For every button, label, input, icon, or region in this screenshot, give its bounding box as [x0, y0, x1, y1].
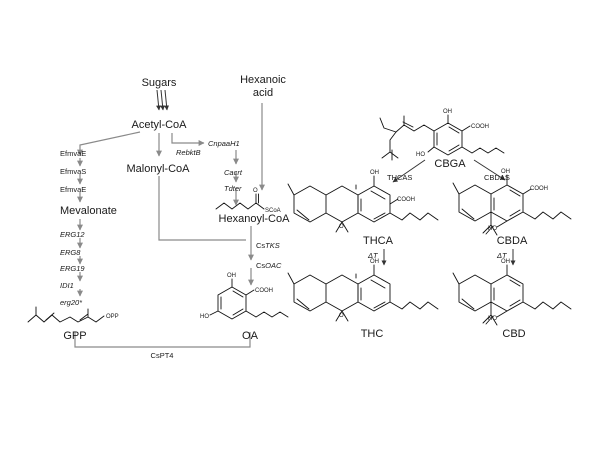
- acetyl-coa-label: Acetyl-CoA: [131, 119, 187, 131]
- scoa-label: SCoA: [265, 208, 281, 214]
- thca-label: THCA: [363, 235, 394, 247]
- enzyme-efmvae-2: EfmvaE: [60, 185, 86, 194]
- cbda-label: CBDA: [497, 235, 528, 247]
- enzyme-thcas: THCAS: [387, 173, 412, 182]
- enzyme-rebktb: RebktB: [176, 148, 201, 157]
- opp-label: OPP: [106, 314, 119, 320]
- left-pathway-arrows: [74, 89, 265, 348]
- atom-oh-cbd: OH: [501, 259, 510, 265]
- atom-cooh-cbga: COOH: [471, 124, 489, 130]
- malonyl-coa-label: Malonyl-CoA: [127, 163, 191, 175]
- cbda-structure: OH COOH HO CBDA: [452, 169, 572, 247]
- enzyme-erg19: ERG19: [60, 264, 85, 273]
- atom-ho-cbd: HO: [488, 316, 497, 322]
- cbd-label: CBD: [502, 328, 525, 340]
- hexanoic-acid-label-line2: acid: [253, 87, 273, 99]
- enzyme-erg8: ERG8: [60, 248, 81, 257]
- thc-structure: OH O THC: [287, 259, 439, 340]
- hexanoyl-coa-structure: O SCoA: [215, 188, 281, 214]
- atom-ho-cbda: HO: [488, 226, 497, 232]
- enzyme-cspt4: CsPT4: [151, 351, 174, 360]
- atom-cooh-cbda: COOH: [530, 186, 548, 192]
- atom-oh-oa: OH: [227, 273, 236, 279]
- oa-label: OA: [242, 330, 259, 342]
- cbga-structure: OH COOH HO CBGA: [379, 109, 505, 170]
- enzyme-idi1: IDI1: [60, 281, 74, 290]
- enzyme-cacrt: Cacrt: [224, 168, 243, 177]
- enzyme-efmvae-1: EfmvaE: [60, 149, 86, 158]
- enzyme-tdter: Tdter: [224, 184, 242, 193]
- oa-structure: OH COOH HO: [200, 273, 289, 320]
- delta-t-cbd: ΔT: [496, 251, 508, 260]
- hexanoyl-coa-label: Hexanoyl-CoA: [219, 213, 291, 225]
- atom-oh-cbga: OH: [443, 109, 452, 115]
- atom-ho-oa: HO: [200, 314, 209, 320]
- enzyme-cbdas: CBDAS: [484, 173, 510, 182]
- atom-o-thc: O: [339, 313, 344, 319]
- enzyme-erg12: ERG12: [60, 230, 85, 239]
- thca-structure: OH COOH O THCA: [287, 170, 439, 247]
- enzyme-efmvas: EfmvaS: [60, 167, 86, 176]
- enzyme-csoac: CsOAC: [256, 261, 282, 270]
- right-pathway-arrows: [381, 159, 516, 266]
- atom-oh-thc: OH: [370, 259, 379, 265]
- enzyme-erg20: erg20*: [60, 298, 83, 307]
- cbd-structure: OH HO CBD: [452, 259, 572, 340]
- sugars-label: Sugars: [142, 77, 177, 89]
- gpp-structure: OPP: [27, 306, 119, 323]
- atom-ho-cbga: HO: [416, 152, 425, 158]
- atom-cooh-oa: COOH: [255, 288, 273, 294]
- enzyme-cstks: CsTKS: [256, 241, 280, 250]
- atom-oh-thca: OH: [370, 170, 379, 176]
- atom-oh-cbda: OH: [501, 169, 510, 175]
- atom-cooh-thca: COOH: [397, 197, 415, 203]
- thc-label: THC: [361, 328, 384, 340]
- atom-o-hexanoyl: O: [253, 188, 258, 194]
- atom-o-thca: O: [339, 224, 344, 230]
- delta-t-thc: ΔT: [367, 251, 379, 260]
- cbga-label: CBGA: [434, 158, 466, 170]
- hexanoic-acid-label-line1: Hexanoic: [240, 74, 286, 86]
- gpp-label: GPP: [63, 330, 86, 342]
- enzyme-cnpaah1: CnpaaH1: [208, 139, 240, 148]
- mevalonate-label: Mevalonate: [60, 205, 117, 217]
